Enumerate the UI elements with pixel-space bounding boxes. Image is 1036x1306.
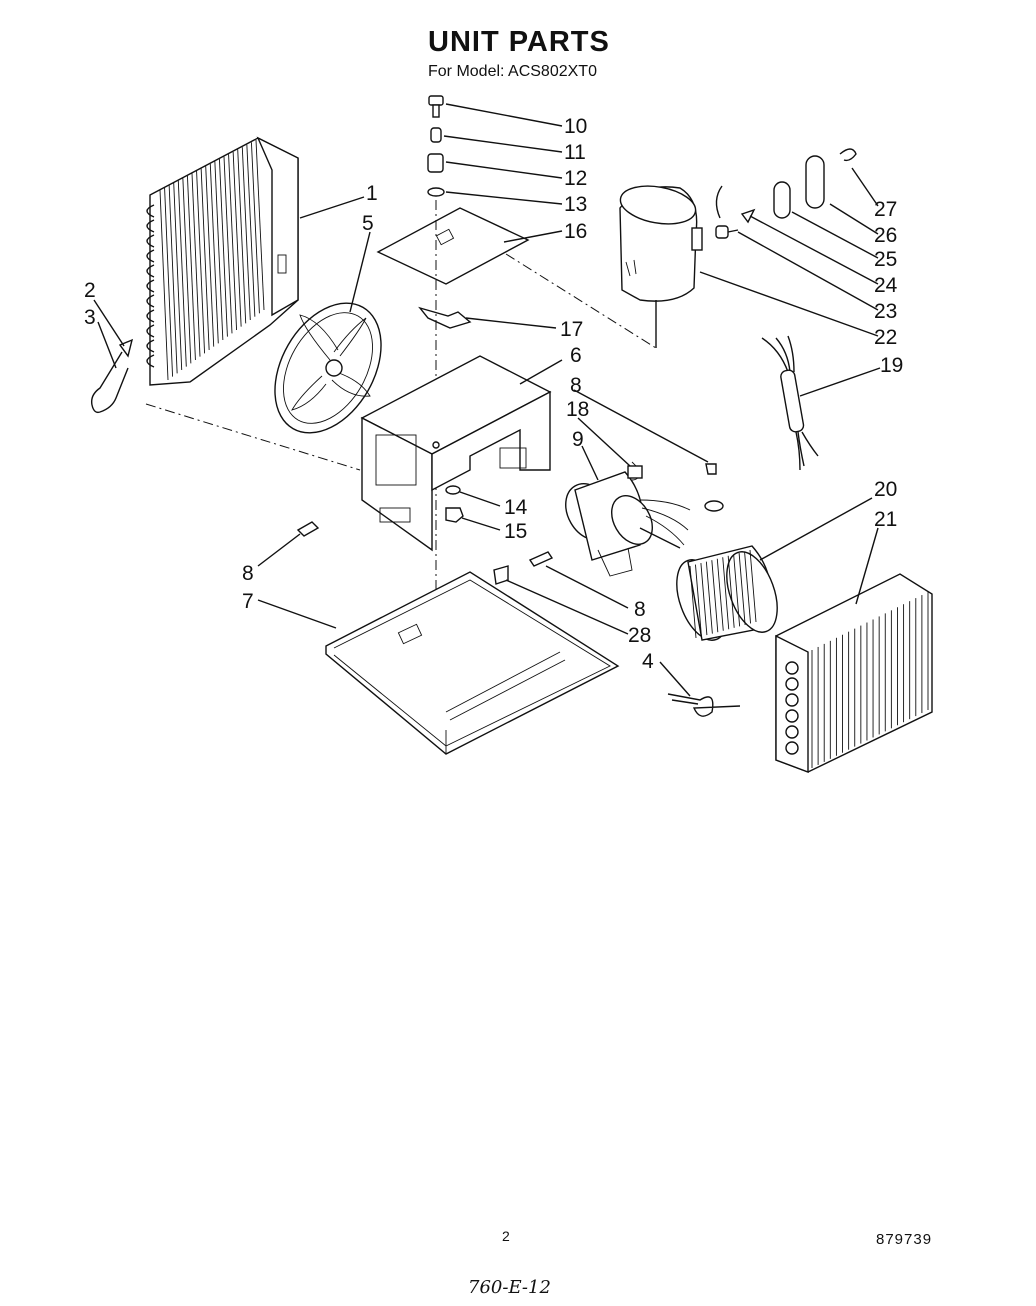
part-washer-nut xyxy=(445,485,464,523)
callout-27: 27 xyxy=(874,198,897,221)
document-number: 879739 xyxy=(876,1231,933,1248)
part-wire-harness xyxy=(761,335,819,471)
part-clip-28 xyxy=(493,565,509,585)
callout-4: 4 xyxy=(642,650,654,673)
callout-5: 5 xyxy=(362,212,374,235)
callout-3: 3 xyxy=(84,306,96,329)
callout-8-a: 8 xyxy=(570,374,582,397)
callout-19: 19 xyxy=(880,354,903,377)
callout-6: 6 xyxy=(570,344,582,367)
callout-20: 20 xyxy=(874,478,897,501)
callout-8-b: 8 xyxy=(242,562,254,585)
leader-lines xyxy=(93,103,881,697)
callout-7: 7 xyxy=(242,590,254,613)
part-screws xyxy=(296,463,724,567)
part-tube-4 xyxy=(667,693,741,717)
part-clip-17 xyxy=(418,306,472,329)
callout-1: 1 xyxy=(366,182,378,205)
callout-11: 11 xyxy=(564,141,586,164)
callout-14: 14 xyxy=(504,496,528,519)
callout-12: 12 xyxy=(564,167,587,190)
part-mounting-plate xyxy=(376,207,530,285)
callout-28: 28 xyxy=(628,624,651,647)
part-connector-18 xyxy=(627,465,643,479)
part-blower-wheel xyxy=(676,545,778,641)
part-evaporator-coil xyxy=(775,573,933,774)
callout-21: 21 xyxy=(874,508,897,531)
page-title: UNIT PARTS xyxy=(428,26,610,58)
part-fan-motor xyxy=(565,461,691,577)
callout-labels: 1 2 3 4 5 6 7 8 8 8 8 9 10 11 12 13 14 1… xyxy=(84,115,903,673)
callout-10: 10 xyxy=(564,115,587,138)
callout-23: 23 xyxy=(874,300,897,323)
part-bracket-6 xyxy=(360,355,552,552)
part-capacitor xyxy=(619,185,703,348)
callout-16: 16 xyxy=(564,220,587,243)
handwritten-note: 760-E-12 xyxy=(468,1277,551,1298)
model-subtitle: For Model: ACS802XT0 xyxy=(428,63,597,80)
callout-2: 2 xyxy=(84,279,96,302)
part-small-hardware xyxy=(715,148,857,239)
callout-18: 18 xyxy=(566,398,589,421)
callout-22: 22 xyxy=(874,326,897,349)
part-condenser-coil xyxy=(146,136,299,386)
callout-25: 25 xyxy=(874,248,897,271)
part-base-pan xyxy=(325,571,620,755)
callout-26: 26 xyxy=(874,224,897,247)
callout-13: 13 xyxy=(564,193,587,216)
page-number: 2 xyxy=(502,1228,510,1244)
callout-9: 9 xyxy=(572,428,584,451)
part-tube-2-3 xyxy=(90,338,134,414)
callout-17: 17 xyxy=(560,318,583,341)
part-bolt-stack xyxy=(427,95,445,197)
callout-24: 24 xyxy=(874,274,898,297)
callout-15: 15 xyxy=(504,520,527,543)
part-fan-blade xyxy=(274,302,382,434)
callout-8-c: 8 xyxy=(634,598,646,621)
